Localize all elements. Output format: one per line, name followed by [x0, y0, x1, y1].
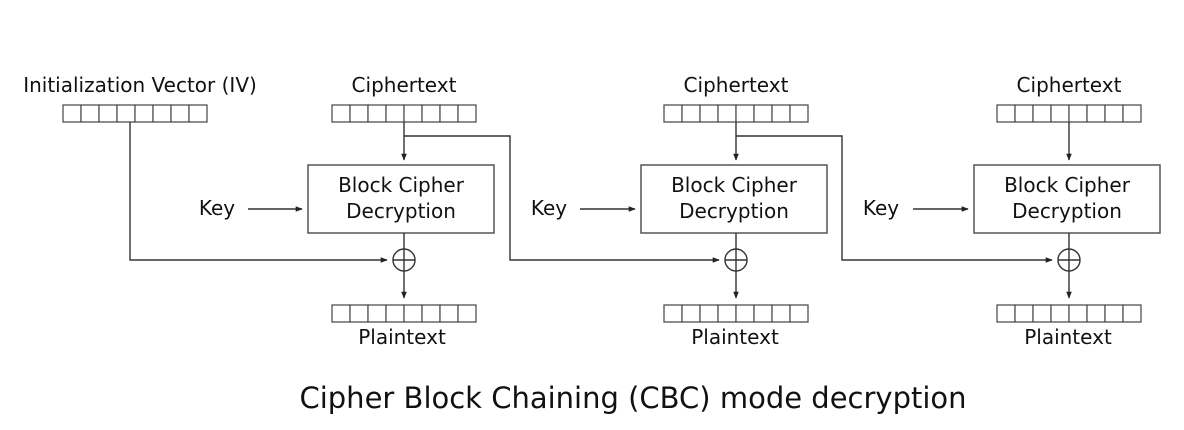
- ciphertext-cell: [753, 104, 773, 123]
- ciphertext-label-3: Ciphertext: [1017, 73, 1122, 97]
- plaintext-cell: [681, 304, 701, 323]
- ciphertext-cell: [1050, 104, 1070, 123]
- iv-cell: [98, 104, 118, 123]
- iv-cell: [188, 104, 208, 123]
- decryption-box-3: [973, 164, 1161, 234]
- ciphertext-cell: [735, 104, 755, 123]
- arrow-iv-to-xor-1: [129, 122, 388, 263]
- iv-cell: [134, 104, 154, 123]
- diagram-caption: Cipher Block Chaining (CBC) mode decrypt…: [299, 381, 966, 415]
- plaintext-cell: [771, 304, 791, 323]
- ciphertext-cell: [699, 104, 719, 123]
- ciphertext-cell: [681, 104, 701, 123]
- plaintext-cell: [789, 304, 809, 323]
- stage-1: Ciphertext Block Cipher Decryption Key P…: [199, 73, 495, 349]
- ciphertext-block-2: [663, 104, 809, 123]
- plaintext-label-1: Plaintext: [358, 325, 446, 349]
- ciphertext-block-1: [331, 104, 477, 123]
- ciphertext-cell: [385, 104, 405, 123]
- decryption-box-line2-3: Decryption: [1012, 199, 1122, 223]
- ciphertext-cell: [1014, 104, 1034, 123]
- plaintext-label-3: Plaintext: [1024, 325, 1112, 349]
- ciphertext-cell: [367, 104, 387, 123]
- ciphertext-cell: [1122, 104, 1142, 123]
- xor-operator-1: [392, 248, 416, 272]
- plaintext-cell: [1104, 304, 1124, 323]
- plaintext-cell: [1086, 304, 1106, 323]
- plaintext-cell: [439, 304, 459, 323]
- plaintext-cell: [753, 304, 773, 323]
- ciphertext-cell: [421, 104, 441, 123]
- plaintext-label-2: Plaintext: [691, 325, 779, 349]
- key-label-3: Key: [863, 196, 899, 220]
- plaintext-cell: [1122, 304, 1142, 323]
- ciphertext-cell: [996, 104, 1016, 123]
- key-label-1: Key: [199, 196, 235, 220]
- plaintext-cell: [385, 304, 405, 323]
- ciphertext-label-2: Ciphertext: [684, 73, 789, 97]
- ciphertext-label-1: Ciphertext: [352, 73, 457, 97]
- xor-operator-3: [1057, 248, 1081, 272]
- plaintext-cell: [663, 304, 683, 323]
- iv-cell: [80, 104, 100, 123]
- iv-cell: [170, 104, 190, 123]
- plaintext-cell: [457, 304, 477, 323]
- decryption-box-1: [307, 164, 495, 234]
- arrow-ciphertext2-to-xor-3: [736, 135, 1053, 263]
- key-label-2: Key: [531, 196, 567, 220]
- stage-2: Ciphertext Block Cipher Decryption Key P…: [531, 73, 828, 349]
- decryption-box-line2-2: Decryption: [679, 199, 789, 223]
- ciphertext-cell: [403, 104, 423, 123]
- ciphertext-block-3: [996, 104, 1142, 123]
- plaintext-cell: [717, 304, 737, 323]
- plaintext-cell: [1050, 304, 1070, 323]
- plaintext-cell: [367, 304, 387, 323]
- ciphertext-cell: [663, 104, 683, 123]
- decryption-box-line1-2: Block Cipher: [671, 173, 798, 197]
- plaintext-cell: [349, 304, 369, 323]
- plaintext-block-1: [331, 304, 477, 323]
- plaintext-cell: [331, 304, 351, 323]
- ciphertext-cell: [717, 104, 737, 123]
- iv-group: Initialization Vector (IV): [23, 73, 257, 123]
- ciphertext-cell: [457, 104, 477, 123]
- ciphertext-cell: [1086, 104, 1106, 123]
- decryption-box-line1-3: Block Cipher: [1004, 173, 1131, 197]
- iv-label: Initialization Vector (IV): [23, 73, 257, 97]
- plaintext-cell: [1032, 304, 1052, 323]
- ciphertext-cell: [789, 104, 809, 123]
- arrow-ciphertext1-to-xor-2: [404, 135, 720, 263]
- connectors: [129, 122, 1072, 299]
- plaintext-cell: [699, 304, 719, 323]
- plaintext-block-2: [663, 304, 809, 323]
- ciphertext-cell: [771, 104, 791, 123]
- plaintext-cell: [403, 304, 423, 323]
- ciphertext-cell: [349, 104, 369, 123]
- ciphertext-cell: [1032, 104, 1052, 123]
- plaintext-cell: [735, 304, 755, 323]
- ciphertext-cell: [331, 104, 351, 123]
- decryption-box-2: [640, 164, 828, 234]
- ciphertext-cell: [1104, 104, 1124, 123]
- xor-operator-2: [724, 248, 748, 272]
- plaintext-cell: [421, 304, 441, 323]
- iv-cell: [152, 104, 172, 123]
- decryption-box-line1-1: Block Cipher: [338, 173, 465, 197]
- ciphertext-cell: [439, 104, 459, 123]
- iv-cell: [116, 104, 136, 123]
- iv-block: [62, 104, 208, 123]
- plaintext-block-3: [996, 304, 1142, 323]
- plaintext-cell: [1068, 304, 1088, 323]
- plaintext-cell: [996, 304, 1016, 323]
- iv-cell: [62, 104, 82, 123]
- decryption-box-line2-1: Decryption: [346, 199, 456, 223]
- stage-3: Ciphertext Block Cipher Decryption Key P…: [863, 73, 1161, 349]
- plaintext-cell: [1014, 304, 1034, 323]
- ciphertext-cell: [1068, 104, 1088, 123]
